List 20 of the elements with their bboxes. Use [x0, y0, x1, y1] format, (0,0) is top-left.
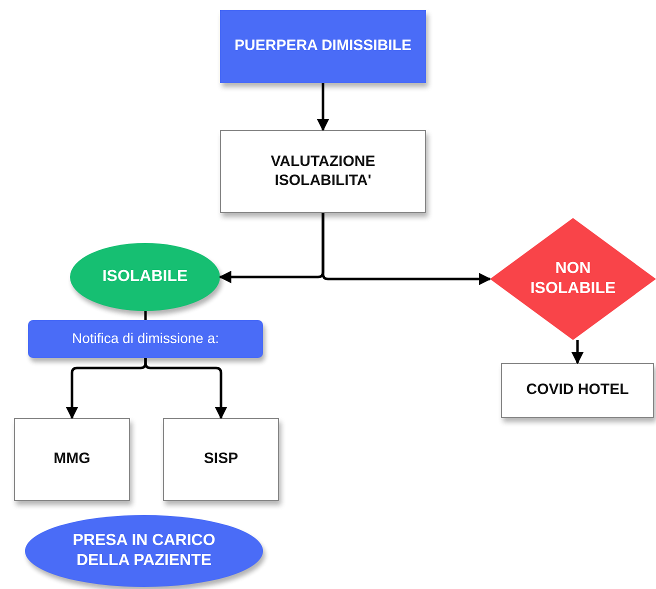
process-box — [220, 130, 426, 213]
arrow — [322, 213, 492, 286]
process-box — [14, 418, 130, 501]
node-label: Notifica di dimissione a: — [72, 330, 220, 348]
node-label: PRESA IN CARICO DELLA PAZIENTE — [72, 531, 216, 571]
node-label: SISP — [204, 450, 238, 469]
decision-diamond — [490, 218, 656, 340]
arrow — [571, 340, 584, 364]
node-label: COVID HOTEL — [526, 381, 629, 400]
arrow — [144, 358, 228, 420]
notice-box — [28, 320, 263, 358]
arrow — [316, 83, 330, 132]
node-label: NON ISOLABILE — [529, 259, 617, 299]
node-label: PUERPERA DIMISSIBILE — [234, 37, 412, 56]
node-label: MMG — [54, 450, 90, 469]
node-label: ISOLABILE — [102, 267, 188, 287]
process-box — [220, 10, 426, 83]
process-box — [163, 418, 279, 501]
process-box — [501, 363, 654, 418]
node-label: VALUTAZIONE ISOLABILITA' — [270, 152, 376, 190]
